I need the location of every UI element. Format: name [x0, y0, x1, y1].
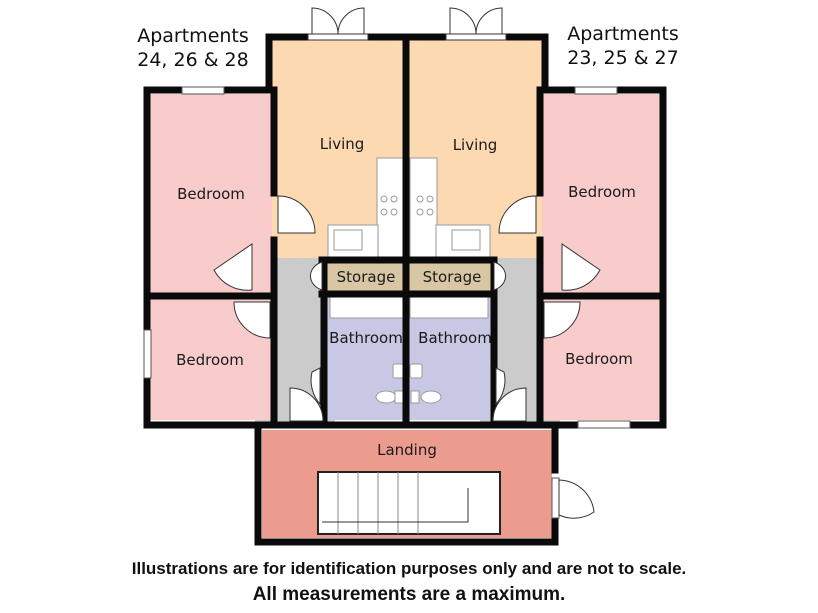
bath-right-icon: [409, 295, 489, 319]
kitchen-counter-left: [376, 157, 405, 259]
window-icon: [574, 86, 618, 95]
door-icon: [310, 367, 321, 406]
door-icon: [492, 387, 527, 422]
apartments-left-line2: 24, 26 & 28: [137, 49, 249, 71]
disclaimer-line1: Illustrations are for identification pur…: [131, 559, 687, 578]
basin-right-icon: [409, 363, 423, 379]
sink-right-icon: [451, 229, 481, 251]
living-right-label: Living: [453, 136, 498, 154]
kitchen-counter-right: [409, 157, 438, 259]
storage-right-label: Storage: [423, 268, 482, 286]
apartments-right-line1: Apartments: [567, 23, 679, 45]
toilet-right-icon: [420, 390, 442, 404]
hob-left-icon: [380, 195, 398, 216]
stair-arrow-icon: [322, 488, 469, 523]
door-icon: [561, 243, 601, 291]
fixtures: [327, 157, 491, 404]
toilet-left-icon: [375, 390, 397, 404]
toilet-right-cistern: [410, 390, 420, 404]
door-icon: [558, 479, 595, 519]
apartments-right-title: Apartments 23, 25 & 27: [548, 22, 698, 70]
staircase: [317, 471, 501, 535]
door-icon: [495, 367, 506, 406]
room-labels: Living Living Bedroom Bedroom Bedroom Be…: [176, 135, 636, 459]
sink-left-icon: [333, 229, 363, 251]
apartments-left-line1: Apartments: [137, 25, 249, 47]
window-icon: [181, 86, 225, 95]
door-swings: [213, 195, 601, 519]
door-icon: [543, 301, 581, 339]
storage-left: [322, 262, 405, 292]
window-icon: [551, 477, 560, 519]
door-icon: [493, 261, 506, 291]
door-icon: [233, 301, 271, 339]
window-icon: [577, 420, 631, 429]
toilet-left-cistern: [394, 390, 404, 404]
window-icon: [143, 329, 152, 379]
storage-left-label: Storage: [337, 268, 396, 286]
door-icon: [213, 243, 253, 291]
door-icon: [277, 195, 316, 234]
balcony-doors: [307, 7, 507, 41]
bedroom-left-bottom-label: Bedroom: [176, 351, 244, 369]
bedroom-left-top-label: Bedroom: [177, 185, 245, 203]
apartments-right-line2: 23, 25 & 27: [567, 47, 679, 69]
storage-right: [408, 262, 494, 292]
bedroom-right-top-label: Bedroom: [568, 183, 636, 201]
hob-right-icon: [416, 195, 434, 216]
door-icon: [310, 261, 323, 291]
door-icon: [498, 195, 537, 234]
living-left-label: Living: [320, 135, 365, 153]
bedroom-right-bottom-label: Bedroom: [565, 350, 633, 368]
door-icon: [289, 387, 324, 422]
bathroom-left-label: Bathroom: [329, 329, 403, 347]
landing-label: Landing: [377, 441, 437, 459]
bath-left-icon: [329, 295, 405, 319]
bathroom-right-label: Bathroom: [418, 329, 492, 347]
apartments-left-title: Apartments 24, 26 & 28: [118, 24, 268, 72]
disclaimer-line2: All measurements are a maximum.: [252, 584, 566, 605]
